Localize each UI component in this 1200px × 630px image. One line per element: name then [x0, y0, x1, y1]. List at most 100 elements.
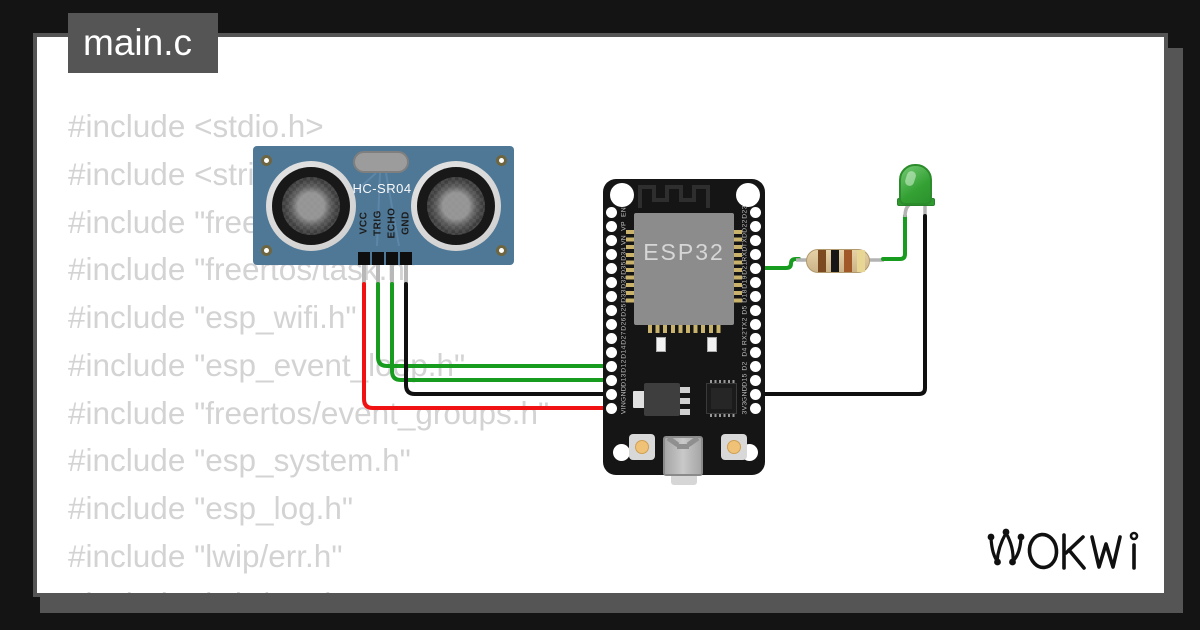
esp32-pin-label: D4	[741, 347, 748, 357]
en-button[interactable]	[629, 434, 655, 460]
code-line: #include "lwip/err.h"	[68, 537, 343, 574]
esp32-pin-left-d32[interactable]	[605, 276, 617, 288]
esp32-pin-right-d15[interactable]	[749, 374, 761, 386]
esp32-pin-left-d26[interactable]	[605, 318, 617, 330]
band-brown2	[844, 250, 852, 272]
esp32-pin-right-d18[interactable]	[749, 290, 761, 302]
mount-hole	[495, 244, 507, 256]
esp32-pin-left-d12[interactable]	[605, 360, 617, 372]
regulator-leg	[680, 409, 690, 415]
esp32-pin-left-d13[interactable]	[605, 374, 617, 386]
regulator-leg	[680, 387, 690, 393]
crystal-oscillator	[353, 151, 409, 173]
code-line: #include "esp_log.h"	[68, 490, 354, 526]
esp32-pin-right-d21[interactable]	[749, 262, 761, 274]
esp32-pin-label: D26	[620, 317, 627, 331]
esp32-pin-label: EN	[620, 206, 627, 218]
pcb-antenna	[638, 185, 710, 208]
esp32-pin-right-rx2[interactable]	[749, 332, 761, 344]
esp32-pin-label: D18	[741, 289, 748, 303]
esp32-pin-label: 3V3	[741, 401, 748, 415]
tab-main-c[interactable]: main.c	[68, 13, 218, 73]
pin-echo[interactable]	[386, 252, 398, 265]
esp32-pin-label: D5	[741, 305, 748, 315]
pcb-traces	[352, 172, 400, 247]
esp32-pin-label: RXD	[741, 246, 748, 262]
esp32-pin-left-d27[interactable]	[605, 332, 617, 344]
esp32-pin-left-en[interactable]	[605, 206, 617, 218]
capacitor	[656, 337, 666, 352]
esp32-pin-right-d23[interactable]	[749, 206, 761, 218]
esp32-pin-label: TXD	[741, 232, 748, 248]
esp32-pin-label: D23	[741, 205, 748, 219]
voltage-regulator-tab	[633, 391, 645, 408]
esp32-pin-label: D34	[620, 247, 627, 261]
usb-uart-chip	[706, 380, 737, 417]
wokwi-logo	[987, 528, 1139, 570]
boot-button[interactable]	[721, 434, 747, 460]
mount-hole	[612, 443, 630, 461]
regulator-leg	[680, 398, 690, 404]
green-led[interactable]	[899, 164, 932, 205]
esp32-pin-label: D19	[741, 275, 748, 289]
esp32-pin-label: D33	[620, 289, 627, 303]
esp32-pin-right-d19[interactable]	[749, 276, 761, 288]
esp32-pin-right-d22[interactable]	[749, 220, 761, 232]
pin-gnd[interactable]	[400, 252, 412, 265]
code-panel: #include <stdio.h>#include <string.h>#in…	[37, 37, 1164, 593]
esp32-pin-left-d34[interactable]	[605, 248, 617, 260]
resistor[interactable]	[806, 249, 870, 273]
usb-notch	[677, 444, 689, 449]
esp32-pin-right-txd[interactable]	[749, 234, 761, 246]
mount-hole	[495, 154, 507, 166]
code-line: #include "esp_event_loop.h"	[68, 346, 466, 383]
esp32-pin-left-vn[interactable]	[605, 234, 617, 246]
esp32-pin-label: D32	[620, 275, 627, 289]
esp32-pin-right-d2[interactable]	[749, 360, 761, 372]
esp32-pin-label: D27	[620, 331, 627, 345]
esp32-pin-label: D35	[620, 261, 627, 275]
micro-usb-port	[663, 436, 703, 476]
code-line: #include <stdio.h>	[68, 108, 324, 144]
esp32-pin-right-d4[interactable]	[749, 346, 761, 358]
esp32-pin-label: GND	[620, 385, 627, 403]
module-pins-left	[626, 230, 634, 306]
esp32-pin-right-3v3[interactable]	[749, 402, 761, 414]
hcsr04-pin-label-trig: TRIG	[372, 210, 384, 236]
esp32-pin-label: VP	[620, 221, 627, 231]
voltage-regulator	[644, 383, 680, 416]
esp32-pin-right-tx2[interactable]	[749, 318, 761, 330]
esp32-pin-left-d14[interactable]	[605, 346, 617, 358]
esp32-pin-left-d33[interactable]	[605, 290, 617, 302]
code-line: #include "esp_system.h"	[68, 442, 411, 479]
code-line: #include "esp_wifi.h"	[68, 299, 357, 335]
esp32-pin-label: TX2	[741, 317, 748, 331]
esp32-pin-label: RX2	[741, 330, 748, 346]
code-line: #include "freertos/event_groups.h"	[68, 394, 550, 431]
transducer-right	[411, 161, 501, 251]
chip-pins	[710, 414, 735, 417]
esp32-pin-left-vp[interactable]	[605, 220, 617, 232]
transducer-mesh	[282, 177, 340, 235]
esp32-pin-label: VIN	[620, 401, 627, 415]
pin-trig[interactable]	[372, 252, 384, 265]
band-black	[831, 250, 839, 272]
esp32-pin-left-vin[interactable]	[605, 402, 617, 414]
esp32-pin-label: D25	[620, 303, 627, 317]
esp32-pin-right-rxd[interactable]	[749, 248, 761, 260]
esp32-pin-label: D12	[620, 359, 627, 373]
esp32-pin-left-d25[interactable]	[605, 304, 617, 316]
pin-vcc[interactable]	[358, 252, 370, 265]
transducer-left	[266, 161, 356, 251]
esp32-pin-left-gnd[interactable]	[605, 388, 617, 400]
esp32-pin-left-d35[interactable]	[605, 262, 617, 274]
esp32-pin-right-d5[interactable]	[749, 304, 761, 316]
hcsr04-pin-label-vcc: VCC	[358, 211, 370, 235]
esp32-pin-label: D14	[620, 345, 627, 359]
esp32-pin-right-gnd[interactable]	[749, 388, 761, 400]
code-line: #include "lwip/sys.h"	[68, 586, 353, 594]
esp32-module-label: ESP32	[643, 239, 725, 265]
